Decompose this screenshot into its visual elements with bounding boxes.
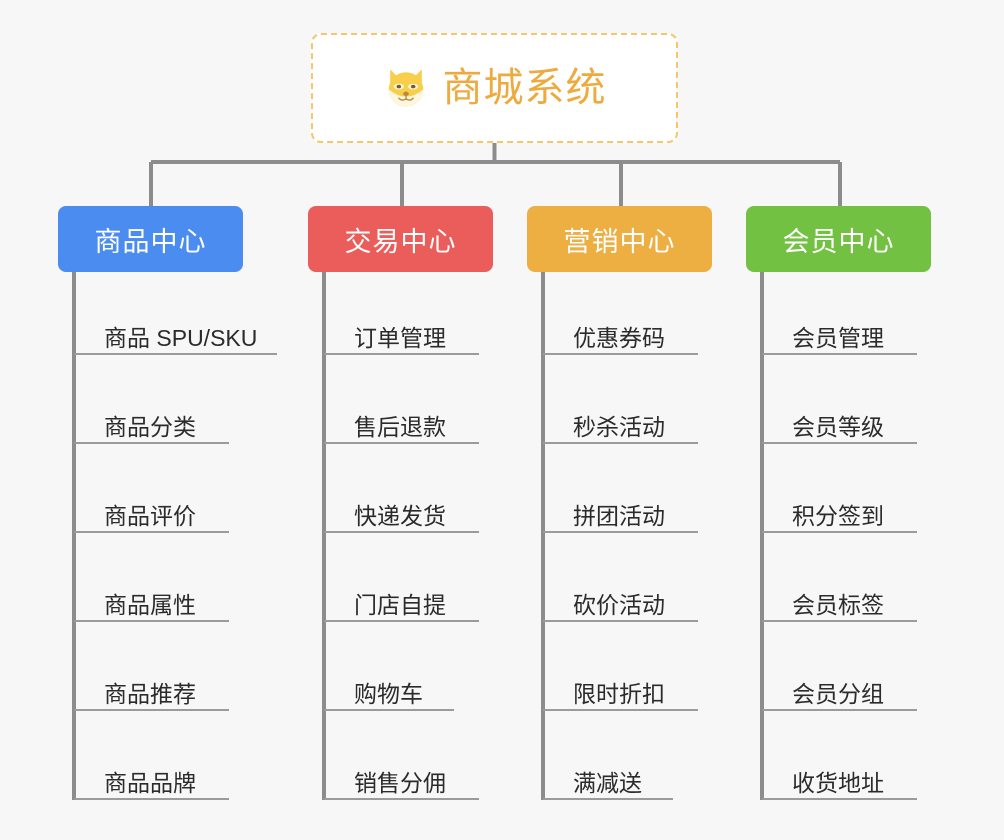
leaf-item-label: 售后退款 xyxy=(354,413,446,440)
leaf-item-label: 订单管理 xyxy=(354,324,446,351)
leaf-item-label: 销售分佣 xyxy=(354,769,446,796)
leaf-item[interactable]: 购物车 xyxy=(324,665,454,711)
leaf-item-label: 门店自提 xyxy=(354,591,446,618)
leaf-item-label: 商品属性 xyxy=(104,591,196,618)
leaf-item-label: 满减送 xyxy=(573,769,642,796)
leaf-item[interactable]: 商品推荐 xyxy=(74,665,229,711)
leaf-item[interactable]: 收货地址 xyxy=(762,754,917,800)
leaf-item-label: 购物车 xyxy=(354,680,423,707)
leaf-item[interactable]: 订单管理 xyxy=(324,309,479,355)
leaf-item[interactable]: 会员管理 xyxy=(762,309,917,355)
category-header-1[interactable]: 商品中心 xyxy=(58,206,243,272)
leaf-item-label: 会员等级 xyxy=(792,413,884,440)
leaf-item-label: 秒杀活动 xyxy=(573,413,665,440)
category-header-4[interactable]: 会员中心 xyxy=(746,206,931,272)
leaf-item[interactable]: 商品分类 xyxy=(74,398,229,444)
root-title: 商城系统 xyxy=(442,66,607,110)
leaf-item-label: 限时折扣 xyxy=(573,680,665,707)
leaf-item-label: 商品评价 xyxy=(104,502,196,529)
leaf-item[interactable]: 门店自提 xyxy=(324,576,479,622)
leaf-item-label: 收货地址 xyxy=(792,769,884,796)
leaf-item[interactable]: 快递发货 xyxy=(324,487,479,533)
leaf-item[interactable]: 会员标签 xyxy=(762,576,917,622)
leaf-item[interactable]: 限时折扣 xyxy=(543,665,698,711)
leaf-item-label: 优惠券码 xyxy=(573,324,665,351)
leaf-item[interactable]: 拼团活动 xyxy=(543,487,698,533)
leaf-item-label: 商品品牌 xyxy=(104,769,196,796)
leaf-item-label: 商品分类 xyxy=(104,413,196,440)
leaf-item[interactable]: 秒杀活动 xyxy=(543,398,698,444)
category-header-3[interactable]: 营销中心 xyxy=(527,206,712,272)
leaf-item[interactable]: 优惠券码 xyxy=(543,309,698,355)
leaf-item[interactable]: 满减送 xyxy=(543,754,673,800)
leaf-item[interactable]: 商品属性 xyxy=(74,576,229,622)
leaf-item[interactable]: 商品 SPU/SKU xyxy=(74,309,277,355)
leaf-item[interactable]: 会员分组 xyxy=(762,665,917,711)
leaf-item[interactable]: 商品评价 xyxy=(74,487,229,533)
shiba-dog-face-icon xyxy=(388,69,423,109)
leaf-item-label: 拼团活动 xyxy=(573,502,665,529)
leaf-item-label: 砍价活动 xyxy=(573,591,665,618)
category-header-2[interactable]: 交易中心 xyxy=(308,206,493,272)
leaf-item[interactable]: 销售分佣 xyxy=(324,754,479,800)
leaf-item-label: 积分签到 xyxy=(792,502,884,529)
leaf-item-label: 会员标签 xyxy=(792,591,884,618)
leaf-item[interactable]: 售后退款 xyxy=(324,398,479,444)
leaf-item[interactable]: 积分签到 xyxy=(762,487,917,533)
leaf-item-label: 商品推荐 xyxy=(104,680,196,707)
leaf-item-label: 快递发货 xyxy=(354,502,446,529)
leaf-item[interactable]: 会员等级 xyxy=(762,398,917,444)
leaf-item-label: 商品 SPU/SKU xyxy=(104,324,258,351)
root-node[interactable]: 商城系统 xyxy=(311,33,678,143)
leaf-item[interactable]: 商品品牌 xyxy=(74,754,229,800)
leaf-item-label: 会员分组 xyxy=(792,680,884,707)
leaf-item[interactable]: 砍价活动 xyxy=(543,576,698,622)
leaf-item-label: 会员管理 xyxy=(792,324,884,351)
